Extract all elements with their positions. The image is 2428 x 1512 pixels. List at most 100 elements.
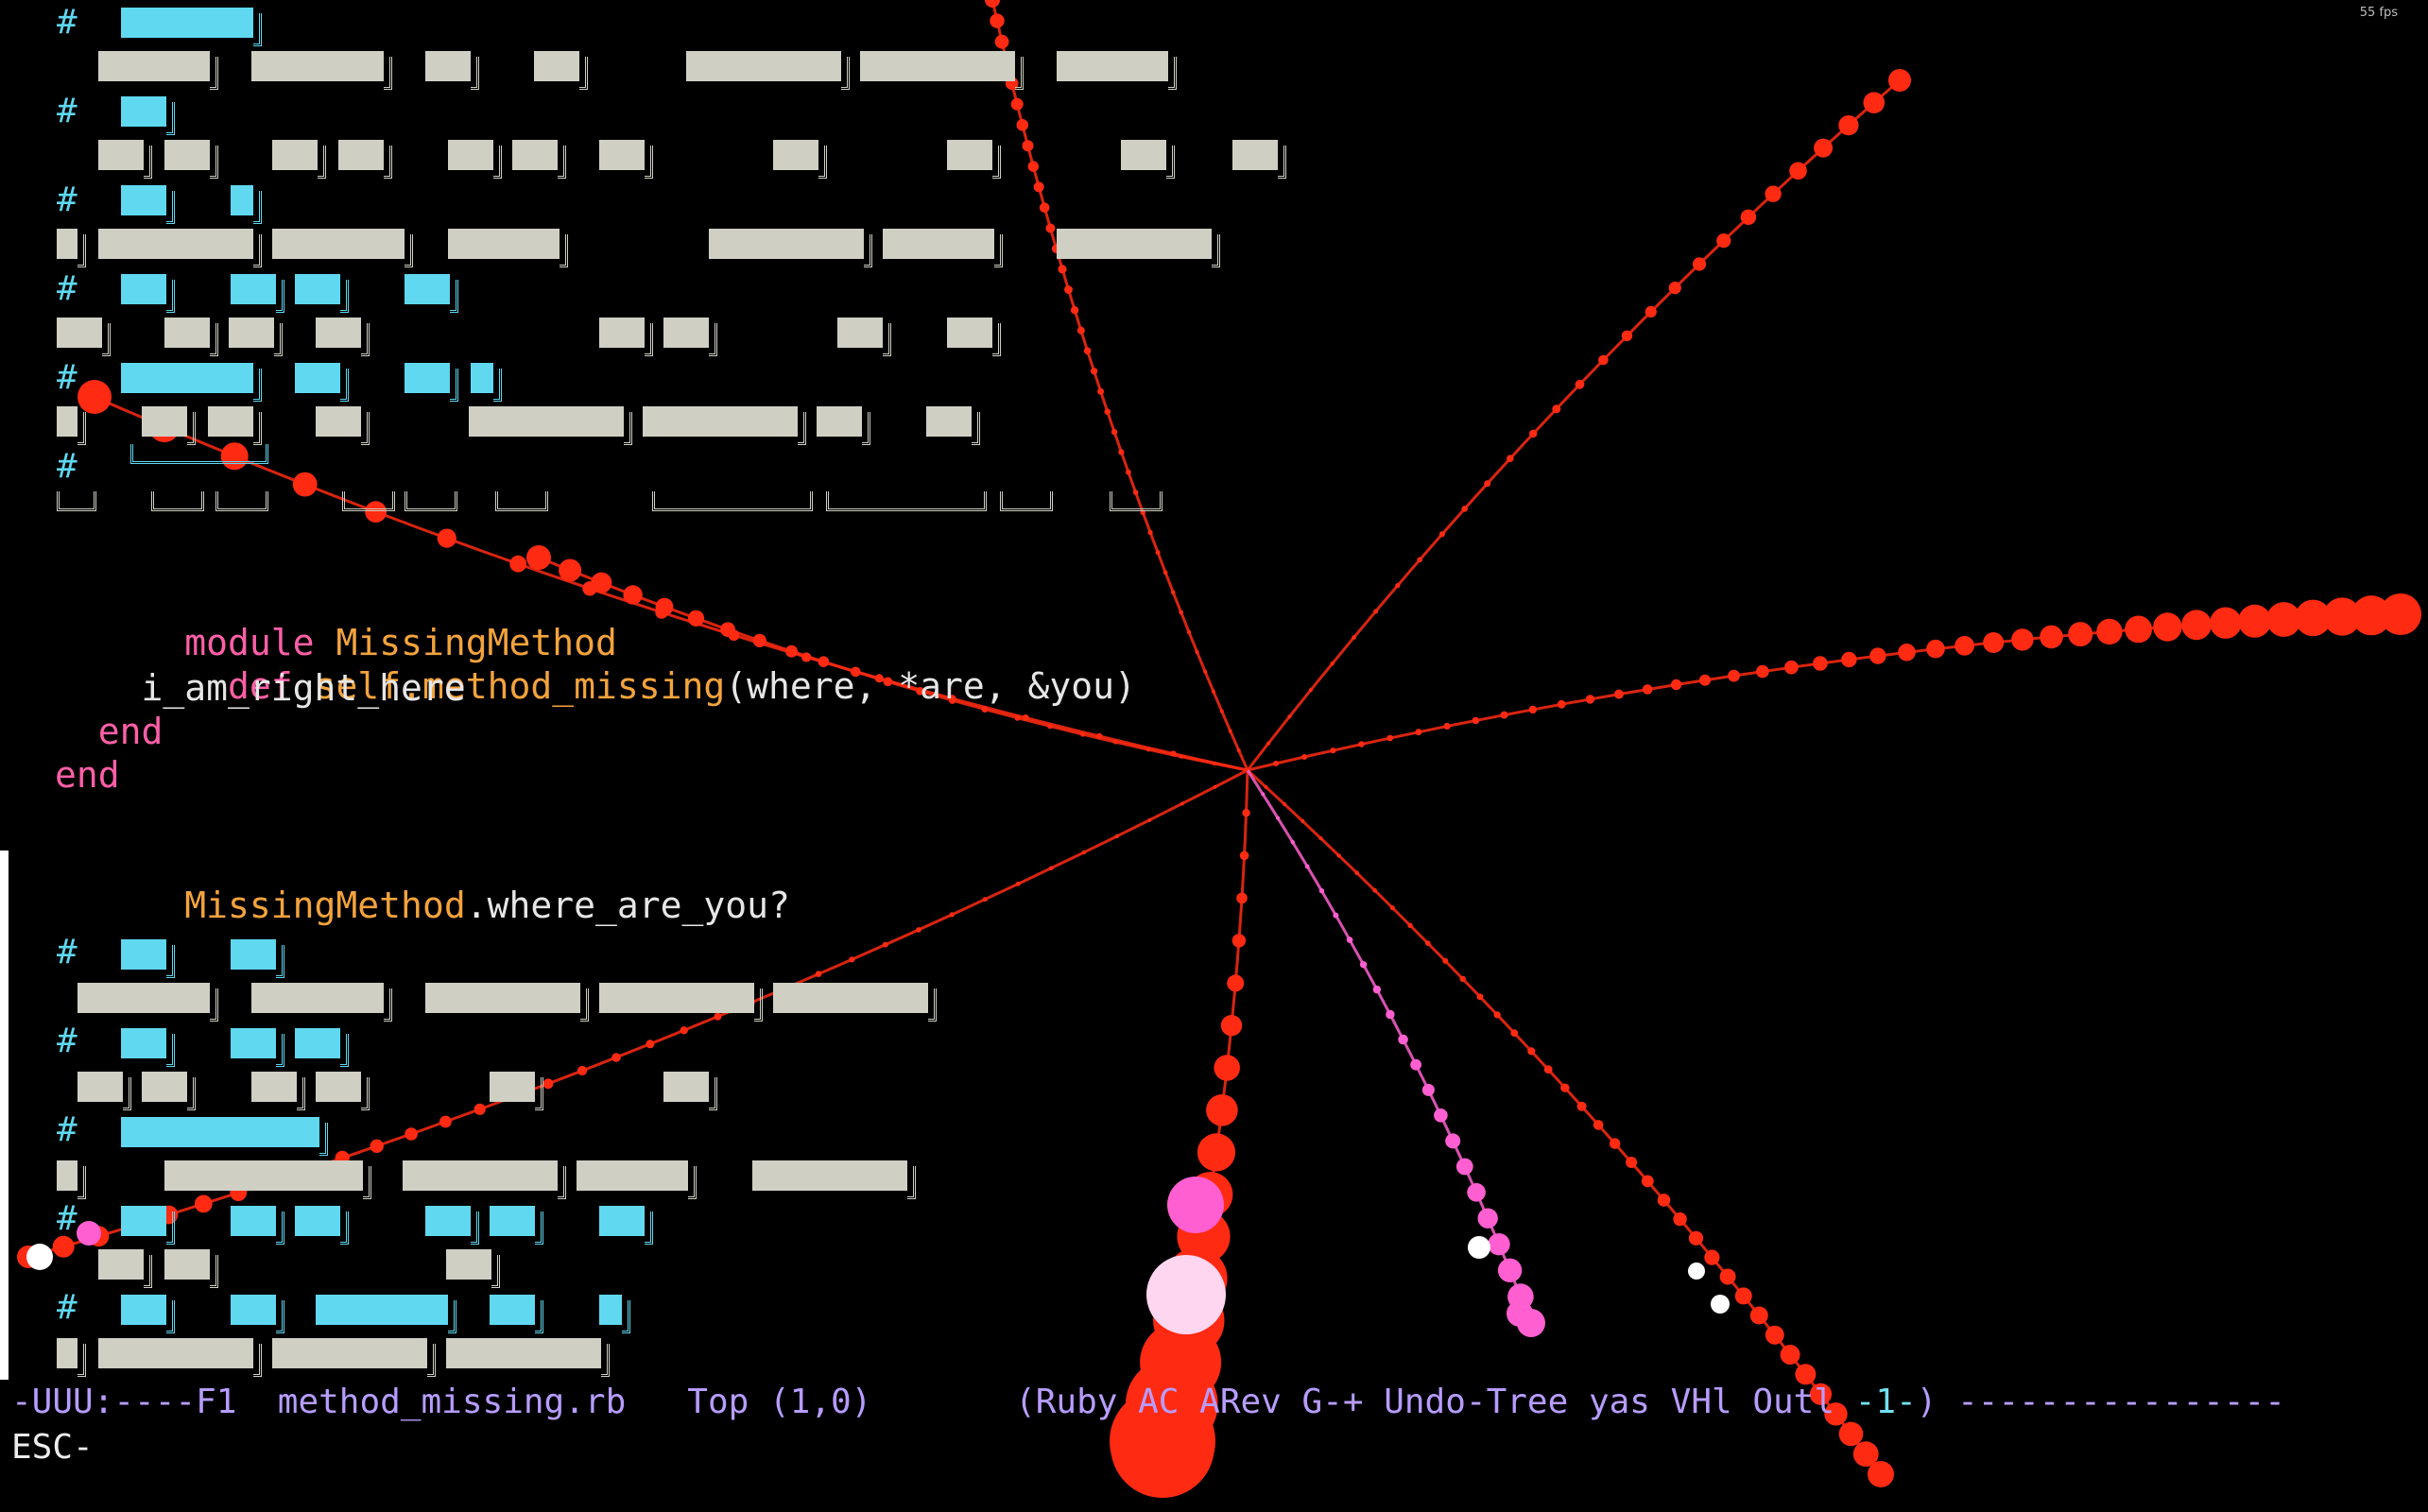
- block-gray: [837, 318, 891, 356]
- block-gray: [709, 229, 872, 267]
- block-row: [0, 1072, 2428, 1110]
- params-token: (where, *are, &you): [725, 665, 1136, 707]
- block-row: [0, 1249, 2428, 1288]
- block-gray: [164, 140, 218, 179]
- particle-dot: [1852, 1441, 1879, 1468]
- pipe-glyph: [151, 491, 204, 511]
- block-gray: [272, 1338, 436, 1377]
- particle-dot: [1868, 1461, 1894, 1487]
- block-gray: [883, 229, 1003, 267]
- block-gray: [251, 51, 392, 90]
- block-gray: [164, 1160, 371, 1199]
- block-gray: [98, 1338, 262, 1377]
- block-gray: [469, 406, 632, 445]
- block-gray: [98, 51, 218, 90]
- block-cyan: [121, 363, 262, 402]
- block-cyan: [295, 1028, 349, 1067]
- block-row: [0, 1160, 2428, 1199]
- block-cyan: [405, 363, 458, 402]
- major-minor-modes[interactable]: (Ruby AC ARev G-+ Undo-Tree yas VHl Outl: [1015, 1383, 1855, 1421]
- block-gray: [316, 406, 370, 445]
- block-cyan: [316, 1295, 456, 1333]
- block-gray: [338, 140, 392, 179]
- comment-marker: #: [57, 269, 77, 308]
- block-gray: [403, 1160, 566, 1199]
- minibuffer[interactable]: ESC-: [11, 1428, 94, 1467]
- constant-token: MissingMethod: [184, 885, 466, 926]
- pipe-glyph: [1000, 491, 1053, 511]
- block-gray: [57, 406, 86, 445]
- comment-marker: #: [57, 1288, 77, 1327]
- block-gray: [752, 1160, 916, 1199]
- block-row: [0, 939, 2428, 978]
- block-gray: [98, 1249, 152, 1288]
- block-gray: [77, 1072, 131, 1110]
- block-cyan: [295, 363, 349, 402]
- block-row: [0, 51, 2428, 90]
- block-cyan: [295, 1206, 349, 1245]
- code-line: end: [55, 711, 164, 752]
- block-gray: [164, 1249, 218, 1288]
- block-cyan: [425, 1206, 479, 1245]
- mode-line[interactable]: -UUU:----F1 method_missing.rb Top (1,0) …: [11, 1382, 2285, 1423]
- block-gray: [599, 140, 653, 179]
- block-gray: [926, 406, 980, 445]
- block-cyan: [471, 363, 502, 402]
- block-gray: [490, 1072, 543, 1110]
- block-gray: [1121, 140, 1175, 179]
- block-cyan: [231, 185, 262, 224]
- block-gray: [448, 229, 568, 267]
- block-cyan: [405, 274, 458, 313]
- block-cyan: [490, 1206, 543, 1245]
- block-gray: [773, 983, 937, 1022]
- block-cyan: [231, 1028, 284, 1067]
- block-cyan: [121, 939, 175, 978]
- block-cyan: [231, 274, 284, 313]
- editor-buffer[interactable]: # # # # # #: [0, 0, 2428, 1380]
- block-gray: [599, 318, 653, 356]
- block-gray: [98, 140, 152, 179]
- block-row: [0, 185, 2428, 224]
- comment-marker: #: [57, 358, 77, 397]
- pipe-glyph: [652, 491, 813, 511]
- code-line: def self.method_missing(where, *are, &yo…: [55, 624, 1136, 707]
- block-row: [0, 1028, 2428, 1067]
- block-gray: [686, 51, 850, 90]
- block-row: [0, 140, 2428, 179]
- block-cyan: [121, 1117, 328, 1156]
- block-cyan: [121, 1028, 175, 1067]
- block-gray: [272, 229, 413, 267]
- block-gray: [663, 1072, 717, 1110]
- pipe-glyph: [130, 444, 268, 464]
- block-row: [0, 96, 2428, 135]
- block-gray: [773, 140, 827, 179]
- block-gray: [251, 983, 392, 1022]
- fps-counter: 55 fps: [2359, 6, 2398, 20]
- pipe-glyph: [342, 491, 395, 511]
- block-cyan: [599, 1295, 630, 1333]
- particle-dot: [1838, 1421, 1864, 1447]
- block-gray: [57, 1338, 86, 1377]
- block-gray: [142, 1072, 196, 1110]
- block-gray: [1057, 51, 1177, 90]
- block-cyan: [231, 1206, 284, 1245]
- method-name-token: self.method_missing: [314, 665, 726, 707]
- block-row: [0, 1295, 2428, 1333]
- block-gray: [98, 229, 262, 267]
- block-gray: [947, 140, 1001, 179]
- modeline-filler: ) ----------------: [1916, 1383, 2285, 1421]
- code-line: module MissingMethod: [55, 580, 617, 663]
- block-cyan: [121, 1295, 175, 1333]
- pipe-glyph: [1110, 491, 1162, 511]
- block-row: [0, 274, 2428, 313]
- comment-marker: #: [57, 1110, 77, 1149]
- block-gray: [251, 1072, 305, 1110]
- comment-marker: #: [57, 1022, 77, 1060]
- block-cyan: [231, 939, 284, 978]
- block-row: [0, 229, 2428, 267]
- block-gray: [229, 318, 283, 356]
- block-gray: [1057, 229, 1220, 267]
- buffer-filename[interactable]: method_missing.rb: [277, 1383, 627, 1421]
- buffer-state: -UUU:----F1: [11, 1383, 237, 1421]
